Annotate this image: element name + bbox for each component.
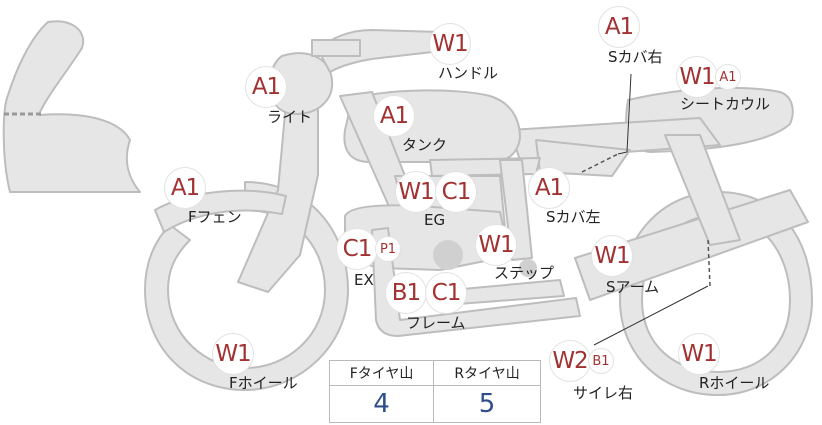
engine-grade-badges: W1 C1: [395, 171, 477, 213]
grade-circle: W1: [429, 23, 471, 65]
front-wheel-label: Fホイール: [229, 374, 298, 392]
grade-circle-small: P1: [375, 236, 401, 262]
light-grade-badges: A1: [245, 66, 287, 108]
grade-circle: W1: [475, 224, 517, 266]
muffler-right-grade-badges: W2 B1: [549, 340, 614, 382]
table-row: 4 5: [328, 385, 541, 423]
seat-cowl-grade-badges: W1 A1: [676, 56, 741, 98]
exhaust-grade-badges: C1 P1: [336, 228, 401, 270]
grade-circle: C1: [435, 171, 477, 213]
rear-tire-header: Rタイヤ山: [433, 360, 541, 386]
exhaust-label: EX: [354, 271, 374, 289]
tank-grade-badges: A1: [373, 95, 415, 137]
seat-cover-right-label: Sカバ右: [608, 48, 663, 66]
engine-label: EG: [424, 211, 446, 229]
front-fender-label: Fフェン: [188, 208, 242, 226]
rear-tire-value: 5: [433, 385, 541, 423]
grade-circle: W1: [678, 333, 720, 375]
front-tire-value: 4: [328, 385, 435, 423]
grade-circle: A1: [164, 167, 206, 209]
tank-label: タンク: [402, 136, 448, 154]
seat-cowl-label: シートカウル: [680, 95, 771, 113]
grade-circle: W1: [676, 56, 718, 98]
grade-circle: A1: [528, 167, 570, 209]
frame-label: フレーム: [406, 314, 466, 332]
grade-circle-small: A1: [715, 64, 741, 90]
grade-circle: C1: [336, 228, 378, 270]
table-header-row: Fタイヤ山 Rタイヤ山: [328, 360, 541, 386]
swing-arm-grade-badges: W1: [591, 235, 633, 277]
rear-wheel-label: Rホイール: [699, 374, 770, 392]
front-tire-header: Fタイヤ山: [328, 360, 435, 386]
grade-circle: A1: [245, 66, 287, 108]
rear-wheel-grade-badges: W1: [678, 333, 720, 375]
grade-circle: A1: [598, 6, 640, 48]
side-cover-left-grade-badges: A1: [528, 167, 570, 209]
muffler-right-label: サイレ右: [573, 384, 634, 402]
grade-circle: W1: [212, 333, 254, 375]
side-cover-left-label: Sカバ左: [546, 208, 601, 226]
grade-circle: W2: [549, 340, 591, 382]
handle-label: ハンドル: [438, 64, 499, 82]
light-label: ライト: [267, 108, 313, 126]
handle-grade-badges: W1: [429, 23, 471, 65]
step-grade-badges: W1: [475, 224, 517, 266]
grade-circle: A1: [373, 95, 415, 137]
grade-circle: C1: [425, 272, 467, 314]
grade-circle: W1: [591, 235, 633, 277]
grade-circle: B1: [385, 272, 427, 314]
swing-arm-label: Sアーム: [606, 278, 660, 296]
tire-tread-table: Fタイヤ山 Rタイヤ山 4 5: [328, 360, 541, 423]
grade-circle-small: B1: [588, 348, 614, 374]
seat-cover-right-grade-badges: A1: [598, 6, 640, 48]
frame-grade-badges: B1 C1: [385, 272, 467, 314]
grade-circle: W1: [395, 171, 437, 213]
front-fender-grade-badges: A1: [164, 167, 206, 209]
step-label: ステップ: [494, 264, 555, 282]
front-wheel-grade-badges: W1: [212, 333, 254, 375]
